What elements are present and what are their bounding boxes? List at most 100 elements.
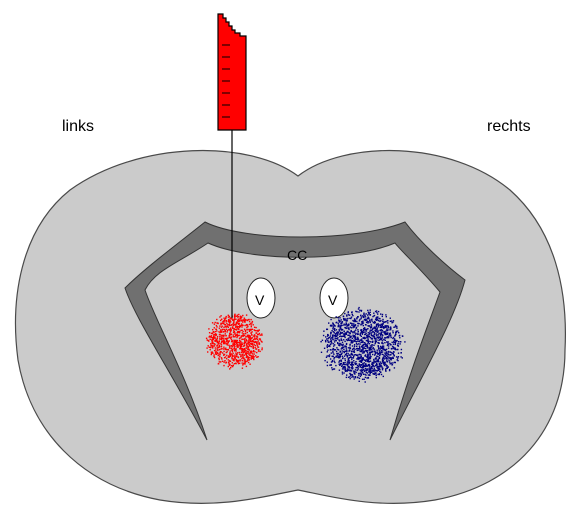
injection-speck <box>254 338 255 339</box>
injection-speck <box>250 352 251 353</box>
injection-speck <box>227 338 228 339</box>
injection-speck <box>219 341 220 342</box>
injection-speck <box>232 327 233 328</box>
injection-speck <box>352 327 353 328</box>
injection-speck <box>223 323 224 324</box>
injection-speck <box>245 359 246 360</box>
injection-speck <box>358 323 359 324</box>
injection-speck <box>373 363 374 364</box>
injection-speck <box>384 358 385 359</box>
injection-speck <box>244 354 245 355</box>
injection-speck <box>380 313 381 314</box>
injection-speck <box>376 324 377 325</box>
injection-speck <box>362 363 363 364</box>
injection-speck <box>235 340 236 341</box>
injection-speck <box>338 361 339 362</box>
injection-speck <box>246 314 247 315</box>
injection-speck <box>239 327 240 328</box>
injection-speck <box>239 342 240 343</box>
injection-speck <box>233 319 234 320</box>
injection-speck <box>238 314 239 315</box>
injection-speck <box>376 333 377 334</box>
injection-speck <box>254 351 255 352</box>
injection-speck <box>354 362 355 363</box>
injection-speck <box>333 323 334 324</box>
injection-speck <box>369 368 370 369</box>
injection-speck <box>223 336 224 337</box>
injection-speck <box>212 343 213 344</box>
injection-speck <box>241 339 242 340</box>
injection-speck <box>377 313 378 314</box>
injection-speck <box>382 351 383 352</box>
injection-speck <box>349 315 350 316</box>
injection-speck <box>247 360 248 361</box>
injection-speck <box>362 379 363 380</box>
injection-speck <box>232 323 233 324</box>
injection-speck <box>221 339 222 340</box>
injection-speck <box>347 353 348 354</box>
injection-speck <box>221 342 222 343</box>
injection-speck <box>233 343 234 344</box>
injection-speck <box>388 327 389 328</box>
injection-speck <box>361 321 362 322</box>
injection-speck <box>378 320 379 321</box>
injection-speck <box>235 327 236 328</box>
injection-speck <box>382 342 383 343</box>
injection-speck <box>357 316 358 317</box>
injection-speck <box>367 358 368 359</box>
injection-speck <box>366 370 367 371</box>
injection-speck <box>214 336 215 337</box>
injection-speck <box>212 337 213 338</box>
injection-speck <box>376 339 377 340</box>
injection-speck <box>354 373 355 374</box>
injection-speck <box>368 336 369 337</box>
injection-speck <box>361 339 362 340</box>
injection-speck <box>367 347 368 348</box>
injection-speck <box>227 344 228 345</box>
injection-speck <box>388 341 389 342</box>
injection-speck <box>398 341 399 342</box>
injection-speck <box>233 336 234 337</box>
injection-speck <box>369 358 370 359</box>
injection-speck <box>246 340 247 341</box>
injection-speck <box>356 346 357 347</box>
injection-speck <box>331 342 332 343</box>
injection-speck <box>386 349 387 350</box>
injection-speck <box>364 334 365 335</box>
injection-speck <box>223 365 224 366</box>
injection-speck <box>359 346 360 347</box>
injection-speck <box>355 369 356 370</box>
injection-speck <box>344 358 345 359</box>
injection-speck <box>388 345 389 346</box>
injection-speck <box>364 362 365 363</box>
injection-speck <box>377 360 378 361</box>
injection-speck <box>241 342 242 343</box>
injection-speck <box>338 324 339 325</box>
injection-speck <box>379 324 380 325</box>
injection-speck <box>368 371 369 372</box>
injection-speck <box>397 343 398 344</box>
injection-speck <box>346 327 347 328</box>
injection-speck <box>354 349 355 350</box>
injection-speck <box>244 341 245 342</box>
injection-speck <box>259 339 260 340</box>
injection-speck <box>216 322 217 323</box>
injection-speck <box>227 330 228 331</box>
injection-speck <box>354 318 355 319</box>
injection-speck <box>350 374 351 375</box>
injection-speck <box>364 348 365 349</box>
injection-speck <box>225 330 226 331</box>
injection-speck <box>343 349 344 350</box>
injection-speck <box>245 333 246 334</box>
injection-speck <box>357 356 358 357</box>
injection-speck <box>229 329 230 330</box>
injection-speck <box>242 325 243 326</box>
injection-speck <box>254 336 255 337</box>
injection-speck <box>340 356 341 357</box>
injection-speck <box>369 320 370 321</box>
injection-speck <box>234 355 235 356</box>
injection-speck <box>220 320 221 321</box>
injection-speck <box>356 327 357 328</box>
injection-speck <box>244 319 245 320</box>
injection-speck <box>384 352 385 353</box>
